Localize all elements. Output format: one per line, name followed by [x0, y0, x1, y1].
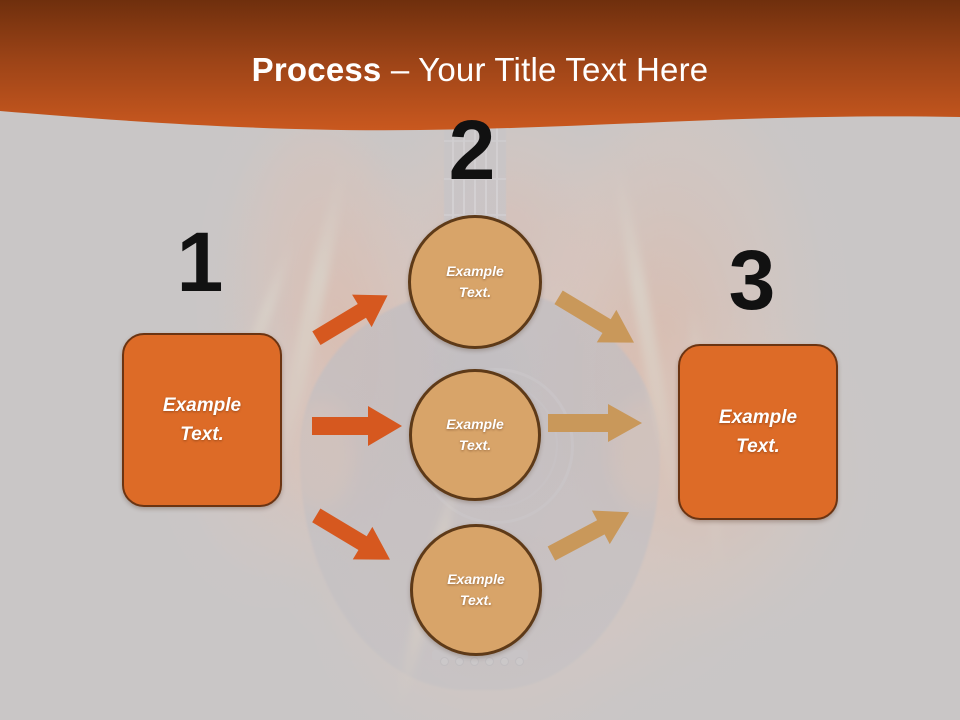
arrow-left-to-top — [305, 280, 405, 350]
process-circle-top[interactable]: Example Text. — [408, 215, 542, 349]
step-number-1: 1 — [176, 215, 224, 309]
process-circle-middle[interactable]: Example Text. — [409, 369, 541, 501]
arrow-left-to-middle — [310, 404, 406, 448]
process-circle-bottom-label: Example Text. — [447, 571, 505, 608]
page-title-rest: – Your Title Text Here — [381, 51, 709, 88]
process-box-right-label: Example Text. — [718, 407, 798, 457]
arrow-middle-to-right — [546, 402, 646, 444]
header-banner-shape — [0, 0, 960, 131]
step-number-2: 2 — [448, 103, 496, 197]
process-circle-top-label: Example Text. — [446, 263, 504, 300]
arrow-top-to-right — [546, 283, 650, 359]
process-box-left[interactable]: Example Text. — [122, 333, 282, 507]
arrow-left-to-bottom — [302, 500, 406, 576]
process-box-left-label: Example Text. — [162, 395, 242, 445]
page-title-strong: Process — [251, 51, 382, 88]
page-title: Process – Your Title Text Here — [0, 50, 960, 90]
arrow-bottom-to-right — [540, 494, 644, 570]
process-circle-middle-label: Example Text. — [446, 416, 504, 453]
step-number-3: 3 — [728, 233, 776, 327]
process-box-right[interactable]: Example Text. — [678, 344, 838, 520]
slide-header: Process – Your Title Text Here — [0, 0, 960, 136]
process-circle-bottom[interactable]: Example Text. — [410, 524, 542, 656]
